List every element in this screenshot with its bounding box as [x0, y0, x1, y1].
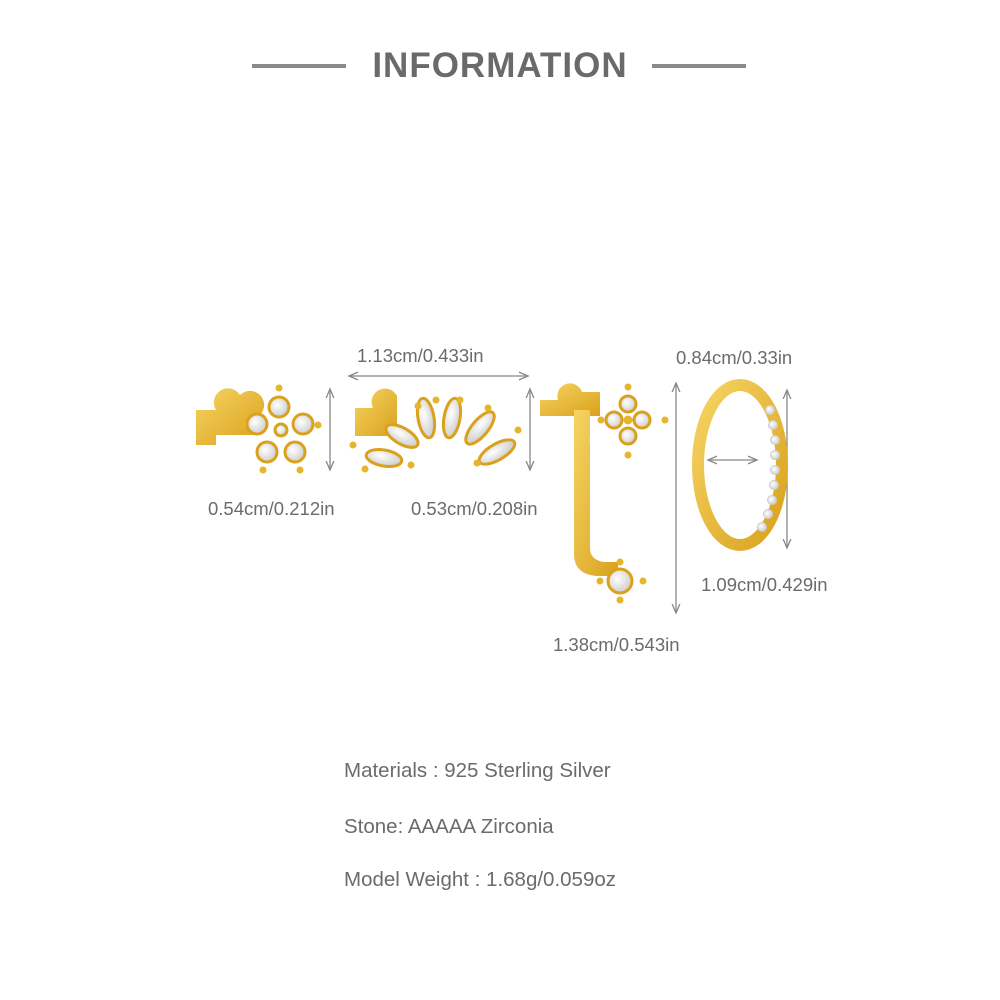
title-rule-left: [252, 64, 346, 68]
dimension-fan-height: 0.53cm/0.208in: [411, 498, 538, 519]
title-rule-right: [652, 64, 746, 68]
dimension-flower-height: 0.54cm/0.212in: [208, 498, 335, 519]
ear-jacket-earring: [540, 383, 669, 604]
spec-materials: Materials : 925 Sterling Silver: [344, 759, 611, 782]
marquise-fan-stud-earring: [349, 388, 522, 473]
dimension-jacket-height: 1.38cm/0.543in: [553, 634, 680, 655]
spec-stone: Stone: AAAAA Zirconia: [344, 815, 554, 838]
flower-stud-earring: [196, 384, 322, 474]
spec-weight: Model Weight : 1.68g/0.059oz: [344, 868, 616, 891]
dimension-fan-width: 1.13cm/0.433in: [357, 345, 484, 366]
page-title: INFORMATION: [372, 46, 628, 85]
dimension-hoop-inner-width: 0.84cm/0.33in: [676, 347, 793, 368]
huggie-hoop-earring: [692, 379, 788, 551]
dimension-hoop-height: 1.09cm/0.429in: [701, 574, 828, 595]
